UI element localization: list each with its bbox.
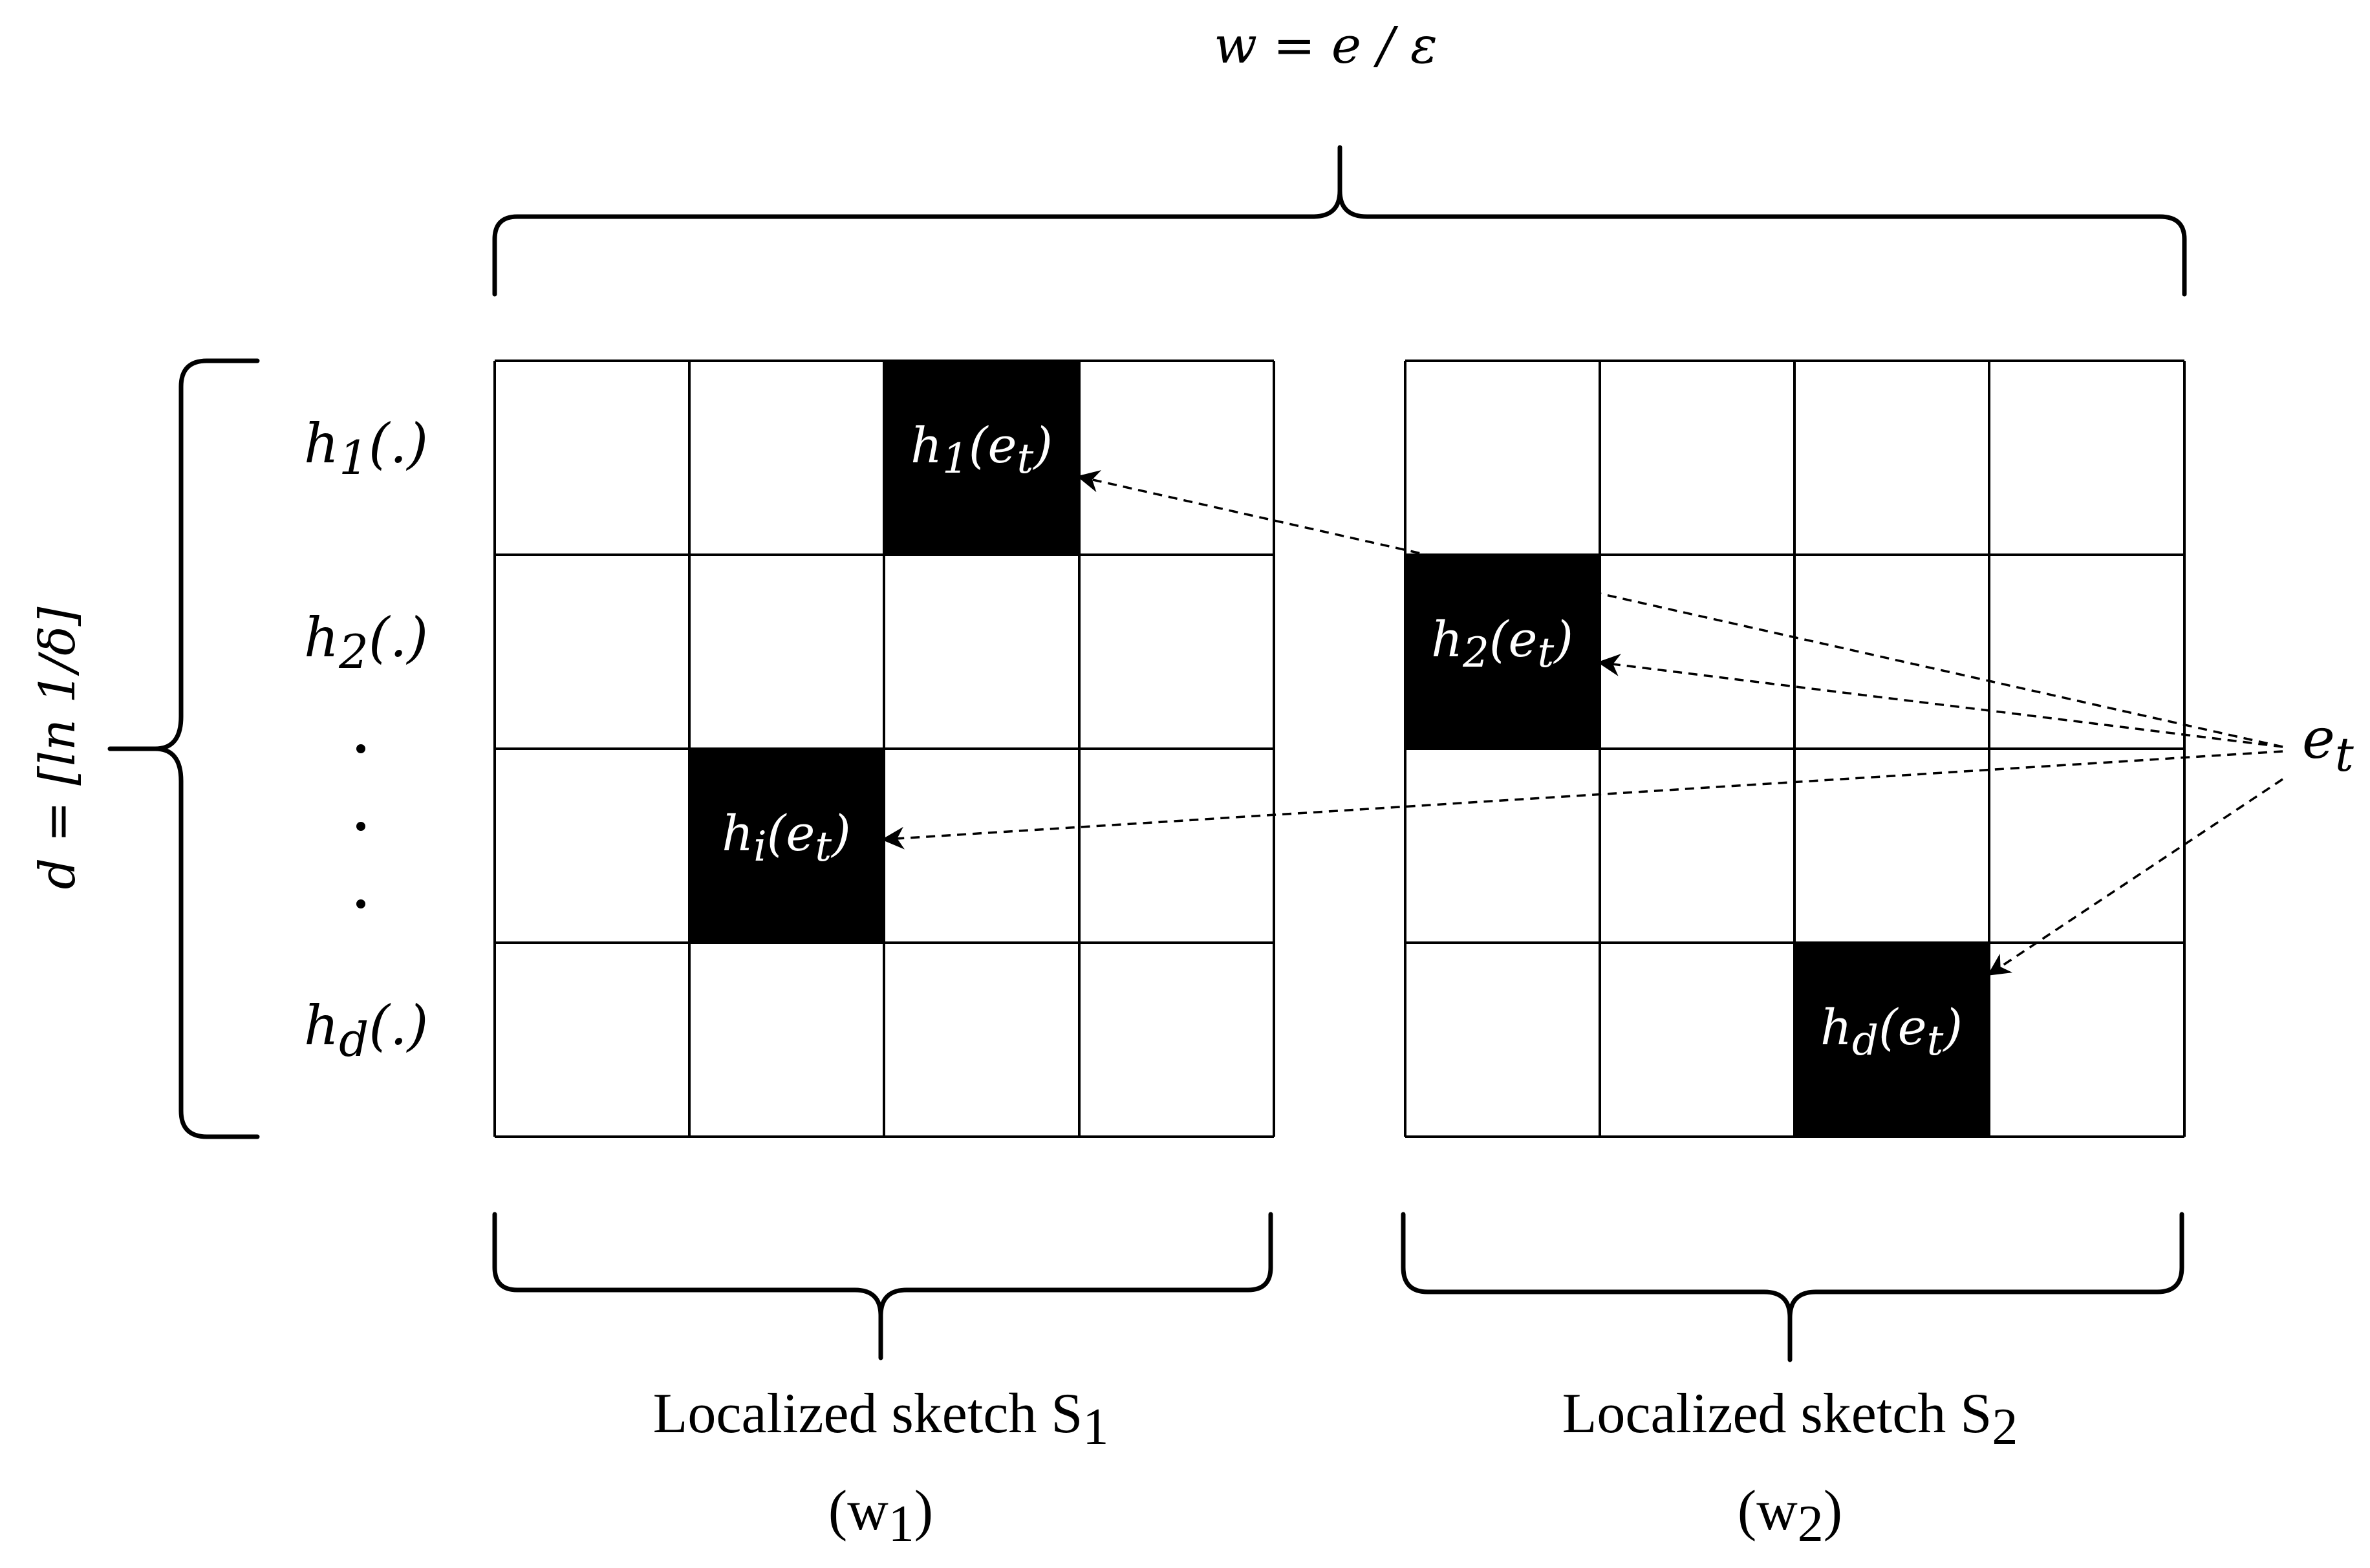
row-label-h1: h1(.) bbox=[304, 412, 428, 485]
sketch1-cell-h1 bbox=[884, 361, 1079, 555]
depth-formula-label: d = [ln 1/δ] bbox=[28, 607, 86, 889]
sketch1-caption: Localized sketch S1 bbox=[653, 1382, 1109, 1455]
cell-label-h2-et: h2(et) bbox=[1431, 610, 1573, 677]
sketch1-cell-hi bbox=[689, 749, 884, 943]
ellipsis-dot bbox=[356, 822, 365, 831]
sketch2-cell-hd bbox=[1794, 943, 1989, 1137]
sketch2-width-label: (w2) bbox=[1738, 1479, 1842, 1552]
sketch1-width-label: (w1) bbox=[828, 1479, 933, 1552]
arrow-to-hi bbox=[881, 750, 2283, 850]
ellipsis-dot bbox=[356, 899, 365, 908]
source-element-label: et bbox=[2302, 707, 2354, 782]
arrow-to-h2 bbox=[1597, 654, 2283, 748]
left-brace bbox=[107, 358, 260, 1139]
width-formula-label: w = e / ε bbox=[1214, 17, 1438, 75]
sketch2-bottom-brace bbox=[1401, 1212, 2184, 1362]
ellipsis-dot bbox=[356, 744, 365, 753]
cell-label-hi-et: hi(et) bbox=[722, 804, 850, 871]
top-brace bbox=[492, 145, 2187, 297]
cell-label-hd-et: hd(et) bbox=[1820, 998, 1963, 1065]
arrow-to-hd bbox=[1987, 778, 2283, 976]
row-label-hd: hd(.) bbox=[304, 994, 428, 1067]
row-label-h2: h2(.) bbox=[304, 606, 428, 679]
arrow-to-h1 bbox=[1077, 470, 2283, 748]
sketch2-caption: Localized sketch S2 bbox=[1562, 1382, 2018, 1455]
cell-label-h1-et: h1(et) bbox=[910, 416, 1053, 483]
sketch1-grid bbox=[493, 360, 1275, 1138]
sketch2-grid bbox=[1404, 360, 2186, 1138]
sketch1-bottom-brace bbox=[492, 1212, 1273, 1360]
